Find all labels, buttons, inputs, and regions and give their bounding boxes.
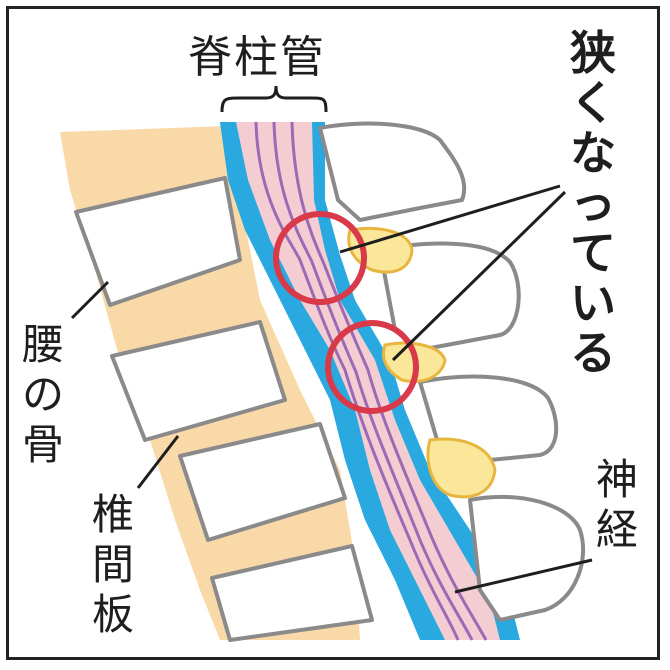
lumbar-bone-label-char: 骨 (22, 420, 65, 469)
leader-lines (70, 184, 593, 594)
lumbar-bone-label-char: の (22, 370, 65, 419)
nerve-label-char: 経 (596, 505, 639, 554)
narrowing-label-char: い (570, 276, 616, 330)
process-4 (468, 494, 586, 622)
vertebra-4 (210, 544, 374, 642)
leader-bone (70, 280, 110, 320)
nerve-label: 神経 (596, 455, 638, 555)
leader-nerve (454, 558, 593, 594)
narrowing-label-char: な (570, 126, 616, 180)
nerve-bundle (236, 122, 500, 640)
narrowing-label-char: く (570, 76, 616, 130)
vertebra-1 (74, 176, 242, 307)
narrowing-label-char: る (570, 326, 616, 380)
disc-label-char: 板 (92, 590, 135, 639)
narrowing-circles (273, 211, 419, 414)
narrowing-label: 狭くなっている (570, 28, 616, 378)
disc-label-char: 間 (92, 540, 135, 589)
leader-narrow-2 (391, 190, 567, 362)
narrowing-label-char: 狭 (570, 26, 616, 80)
vertebra-3 (178, 422, 347, 542)
narrowing-circle-2 (325, 320, 419, 414)
canal-bracket (220, 85, 328, 113)
intervertebral-disc-label: 椎間板 (92, 490, 134, 640)
process-1 (318, 121, 467, 222)
vertebra-2 (110, 320, 287, 442)
spinal-canal-label: 脊柱管 (188, 32, 326, 83)
narrowing-label-char: て (570, 226, 616, 280)
nerve-label-char: 神 (596, 455, 639, 504)
narrowing-circle-1 (273, 211, 367, 305)
leader-narrow-1 (339, 184, 561, 254)
narrowing-label-char: っ (570, 176, 616, 230)
vertebrae (74, 121, 586, 642)
lumbar-bone-label: 腰の骨 (22, 320, 64, 470)
leader-disc (136, 435, 180, 489)
disc-label-char: 椎 (92, 490, 135, 539)
lumbar-bone-label-char: 腰 (22, 320, 65, 369)
